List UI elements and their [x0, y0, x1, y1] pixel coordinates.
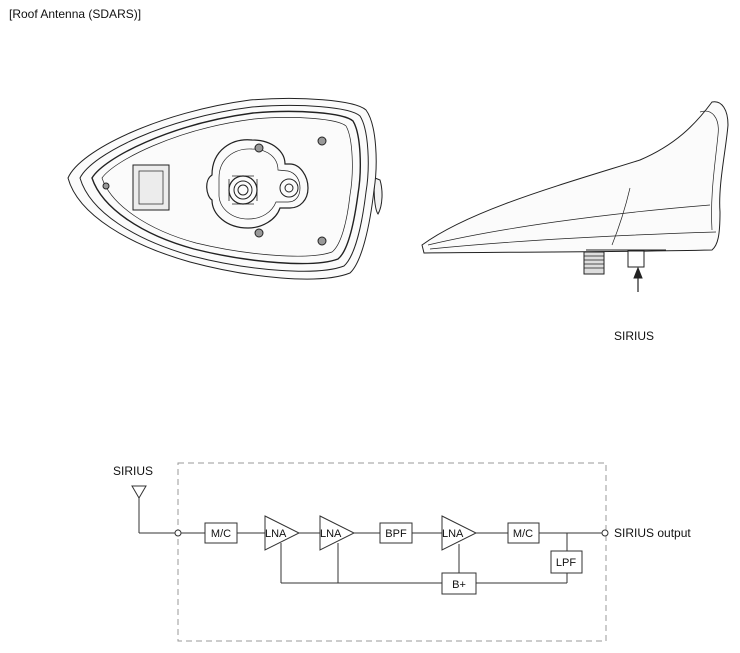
mc-block-2 — [507, 522, 540, 544]
sirius-output-label: SIRIUS output — [614, 526, 691, 540]
antenna-icon — [131, 485, 147, 499]
lna-2-label: LNA — [320, 528, 342, 540]
mc-block-1 — [204, 522, 238, 544]
lna-3-label: LNA — [442, 528, 464, 540]
antenna-side-view — [421, 101, 729, 292]
lna-1-label: LNA — [265, 528, 287, 540]
page-title: [Roof Antenna (SDARS)] — [9, 7, 142, 21]
mc-block-1-label: M/C — [211, 528, 231, 540]
lna-amplifier-3 — [441, 515, 478, 551]
connector-threaded — [583, 251, 605, 275]
connector-sirius — [627, 250, 645, 268]
antenna-top-view — [67, 97, 383, 280]
output-terminal — [601, 529, 609, 537]
lpf-block-label: LPF — [556, 557, 576, 569]
block-diagram: SIRIUS SIRIUS output M/C LNA LNA BPF LNA… — [113, 462, 691, 642]
lna-amplifier-2 — [319, 515, 356, 551]
sirius-side-label: SIRIUS — [614, 329, 654, 343]
sirius-input-label: SIRIUS — [113, 464, 153, 478]
bpf-block-label: BPF — [385, 528, 407, 540]
mc-block-2-label: M/C — [513, 528, 533, 540]
bplus-block-label: B+ — [452, 579, 466, 591]
module-boundary — [177, 462, 607, 642]
signal-wiring — [138, 498, 602, 584]
lpf-block — [550, 550, 583, 574]
input-terminal — [174, 529, 182, 537]
bpf-block — [379, 522, 413, 544]
lna-amplifier-1 — [264, 515, 301, 551]
bplus-block — [441, 572, 477, 595]
